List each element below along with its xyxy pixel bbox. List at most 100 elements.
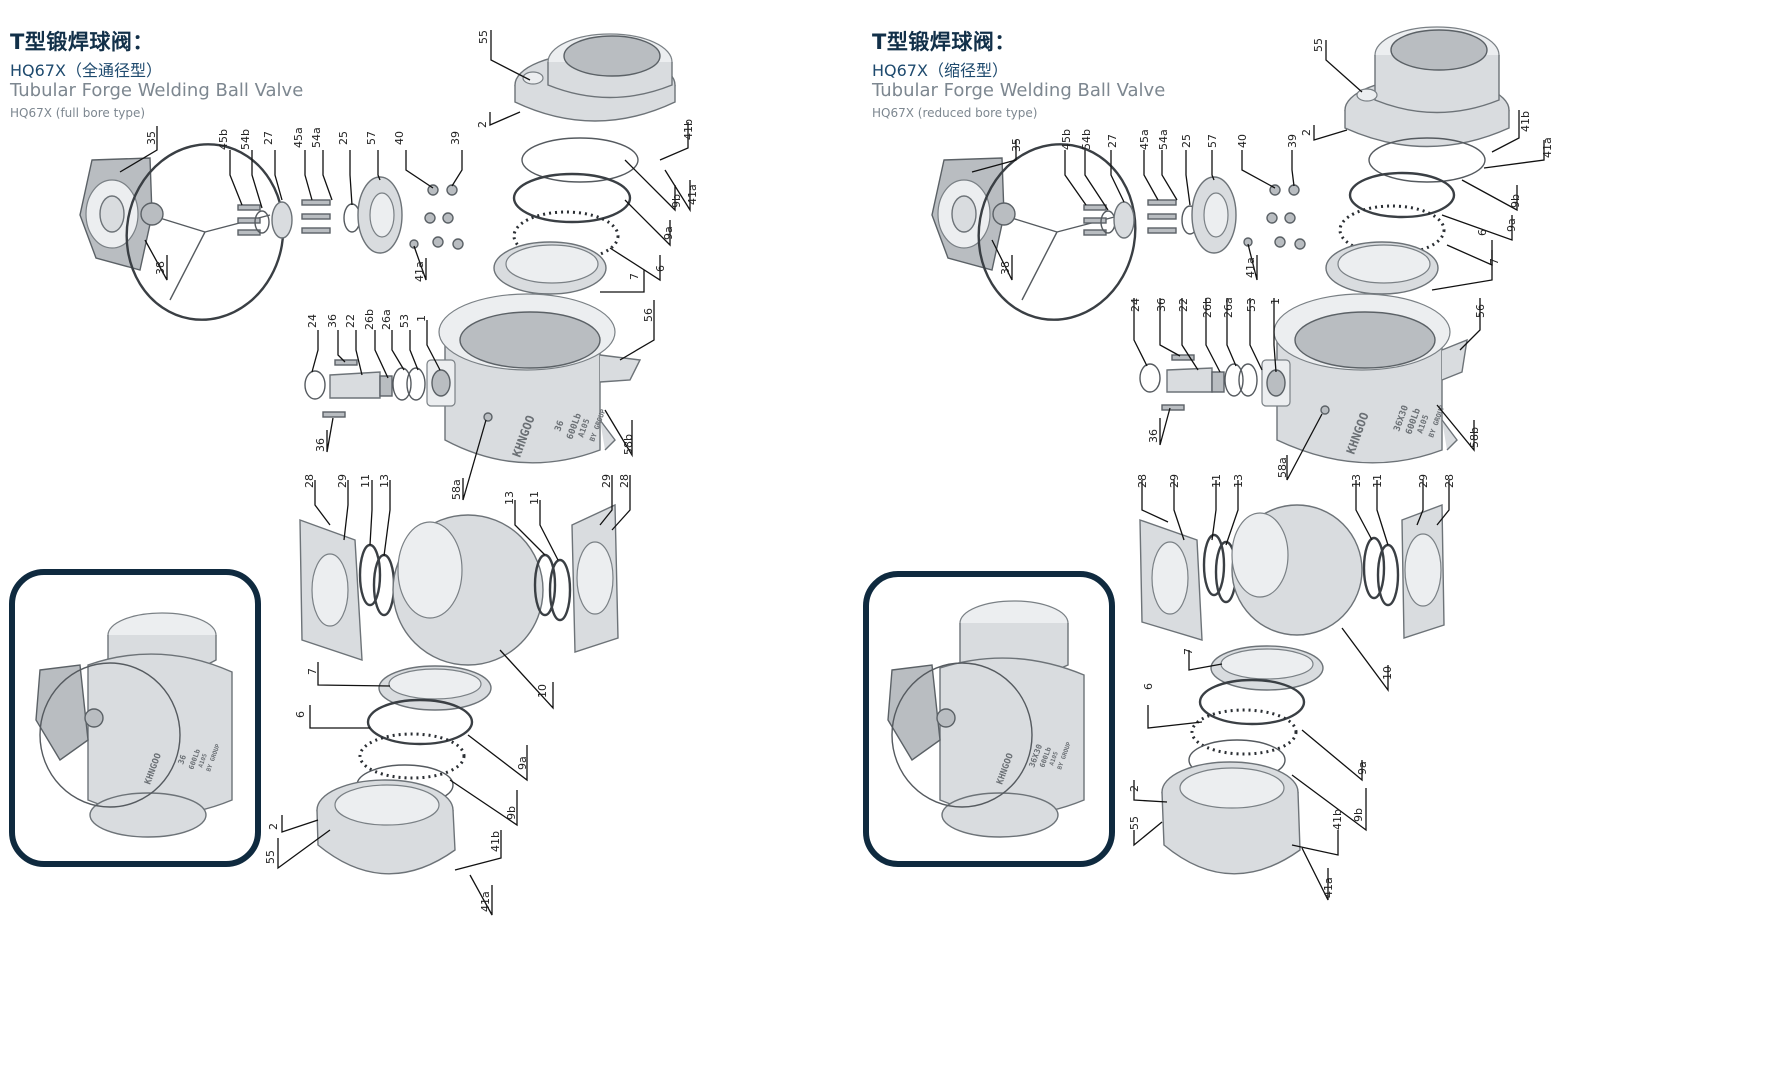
label-36-b: 36 bbox=[314, 438, 327, 452]
label-22: 22 bbox=[344, 314, 357, 328]
label-54b: 54b bbox=[239, 129, 252, 150]
bolts-and-flange bbox=[1083, 176, 1306, 254]
assembled-view-inset: KHNGOO 36 600Lb A105 BY GROUP bbox=[9, 569, 261, 867]
exploded-view-diagram: KHNGOO 36X30 600Lb A105 BY GROUP bbox=[863, 26, 1554, 901]
label-45b: 45b bbox=[217, 129, 230, 150]
assembled-view-inset: KHNGOO 36X30 600Lb A105 BY GROUP bbox=[863, 571, 1115, 867]
label-13: 13 bbox=[1232, 474, 1245, 488]
label-29: 29 bbox=[1168, 474, 1181, 488]
label-24: 24 bbox=[1129, 298, 1142, 312]
panel-title-cn: T型锻焊球阀： bbox=[10, 30, 154, 54]
gearbox-handwheel bbox=[79, 143, 285, 321]
label-13-b: 13 bbox=[1350, 474, 1363, 488]
label-11: 11 bbox=[359, 474, 372, 488]
panel-title-en: Tubular Forge Welding Ball Valve bbox=[872, 80, 1166, 101]
label-54b: 54b bbox=[1080, 129, 1093, 150]
label-28-b: 28 bbox=[1443, 474, 1456, 488]
label-41b: 41b bbox=[1519, 111, 1532, 132]
label-6-b: 6 bbox=[294, 711, 307, 718]
gearbox-handwheel bbox=[931, 143, 1137, 321]
label-9b: 9b bbox=[670, 194, 683, 208]
label-36: 36 bbox=[326, 314, 339, 328]
label-35: 35 bbox=[145, 131, 158, 145]
label-41b-b: 41b bbox=[1331, 809, 1344, 830]
upper-end-connector bbox=[514, 33, 676, 122]
label-6-b: 6 bbox=[1142, 683, 1155, 690]
panel-subtitle: HQ67X (full bore type) bbox=[10, 106, 146, 120]
label-58b: 58b bbox=[1468, 427, 1481, 448]
label-27: 27 bbox=[1106, 134, 1119, 148]
label-1: 1 bbox=[415, 315, 428, 322]
bolts-and-flange bbox=[237, 176, 464, 254]
lower-rings-connector bbox=[316, 665, 492, 875]
upper-seal-rings bbox=[493, 137, 639, 295]
label-25: 25 bbox=[337, 131, 350, 145]
valve-body: KHNGOO 36X30 600Lb A105 BY GROUP bbox=[1261, 293, 1468, 464]
label-45b: 45b bbox=[1060, 129, 1073, 150]
label-10: 10 bbox=[536, 684, 549, 698]
label-57: 57 bbox=[1206, 134, 1219, 148]
label-28-b: 28 bbox=[618, 474, 631, 488]
label-53: 53 bbox=[1245, 298, 1258, 312]
label-40: 40 bbox=[1236, 134, 1249, 148]
label-7-b: 7 bbox=[1182, 648, 1195, 655]
label-25: 25 bbox=[1180, 134, 1193, 148]
panel-subtitle: HQ67X (reduced bore type) bbox=[872, 106, 1038, 120]
label-28: 28 bbox=[1136, 474, 1149, 488]
label-57: 57 bbox=[365, 131, 378, 145]
label-9a-b: 9a bbox=[516, 756, 529, 770]
panel-title-cn: T型锻焊球阀： bbox=[872, 30, 1016, 54]
label-29-b: 29 bbox=[1417, 474, 1430, 488]
lower-rings-connector bbox=[1161, 645, 1324, 875]
upper-end-connector bbox=[1344, 26, 1510, 148]
label-6: 6 bbox=[654, 265, 667, 272]
label-58a: 58a bbox=[450, 479, 463, 500]
label-39: 39 bbox=[1286, 134, 1299, 148]
label-28: 28 bbox=[303, 474, 316, 488]
upper-seal-rings bbox=[1325, 137, 1486, 295]
label-9a: 9a bbox=[1505, 218, 1518, 232]
label-10: 10 bbox=[1381, 666, 1394, 680]
ball-and-seats bbox=[299, 503, 619, 666]
label-41a-c: 41a bbox=[479, 891, 492, 912]
label-38: 38 bbox=[999, 261, 1012, 275]
label-45a: 45a bbox=[292, 127, 305, 148]
stem-assembly bbox=[1139, 354, 1258, 411]
label-41a-b: 41a bbox=[1244, 257, 1257, 278]
label-55-b: 55 bbox=[1128, 816, 1141, 830]
inset-marking-material: A105 bbox=[1048, 750, 1060, 766]
label-7: 7 bbox=[628, 273, 641, 280]
label-9b: 9b bbox=[1509, 194, 1522, 208]
label-2: 2 bbox=[476, 121, 489, 128]
panel-reduced-bore: T型锻焊球阀： HQ67X（缩径型） Tubular Forge Welding… bbox=[862, 0, 1722, 1068]
panel-model: HQ67X（全通径型） bbox=[10, 61, 162, 80]
panel-model: HQ67X（缩径型） bbox=[872, 61, 1008, 80]
inset-marking-material: A105 bbox=[197, 752, 209, 768]
label-54a: 54a bbox=[1157, 129, 1170, 150]
label-53: 53 bbox=[398, 314, 411, 328]
label-41a-b: 41a bbox=[413, 261, 426, 282]
label-35: 35 bbox=[1010, 138, 1023, 152]
label-9a: 9a bbox=[662, 226, 675, 240]
label-41b: 41b bbox=[682, 119, 695, 140]
label-29: 29 bbox=[336, 474, 349, 488]
label-9b-b: 9b bbox=[505, 806, 518, 820]
label-13-b: 13 bbox=[503, 491, 516, 505]
label-55-b: 55 bbox=[264, 850, 277, 864]
label-55: 55 bbox=[477, 30, 490, 44]
label-41a: 41a bbox=[686, 184, 699, 205]
label-6: 6 bbox=[1476, 229, 1489, 236]
label-41b-b: 41b bbox=[489, 831, 502, 852]
valve-body: KHNGOO 36 600Lb A105 BY GROUP bbox=[426, 293, 642, 464]
label-39: 39 bbox=[449, 131, 462, 145]
label-26b: 26b bbox=[363, 309, 376, 330]
exploded-view-diagram: KHNGOO 36 600Lb A105 BY GROUP bbox=[9, 30, 699, 916]
leader-lines bbox=[119, 30, 691, 916]
panel-title-en: Tubular Forge Welding Ball Valve bbox=[10, 80, 304, 101]
label-2: 2 bbox=[1300, 129, 1313, 136]
label-54a: 54a bbox=[310, 127, 323, 148]
label-56: 56 bbox=[1474, 304, 1487, 318]
label-11: 11 bbox=[1210, 474, 1223, 488]
label-2-b: 2 bbox=[267, 823, 280, 830]
label-24: 24 bbox=[306, 314, 319, 328]
